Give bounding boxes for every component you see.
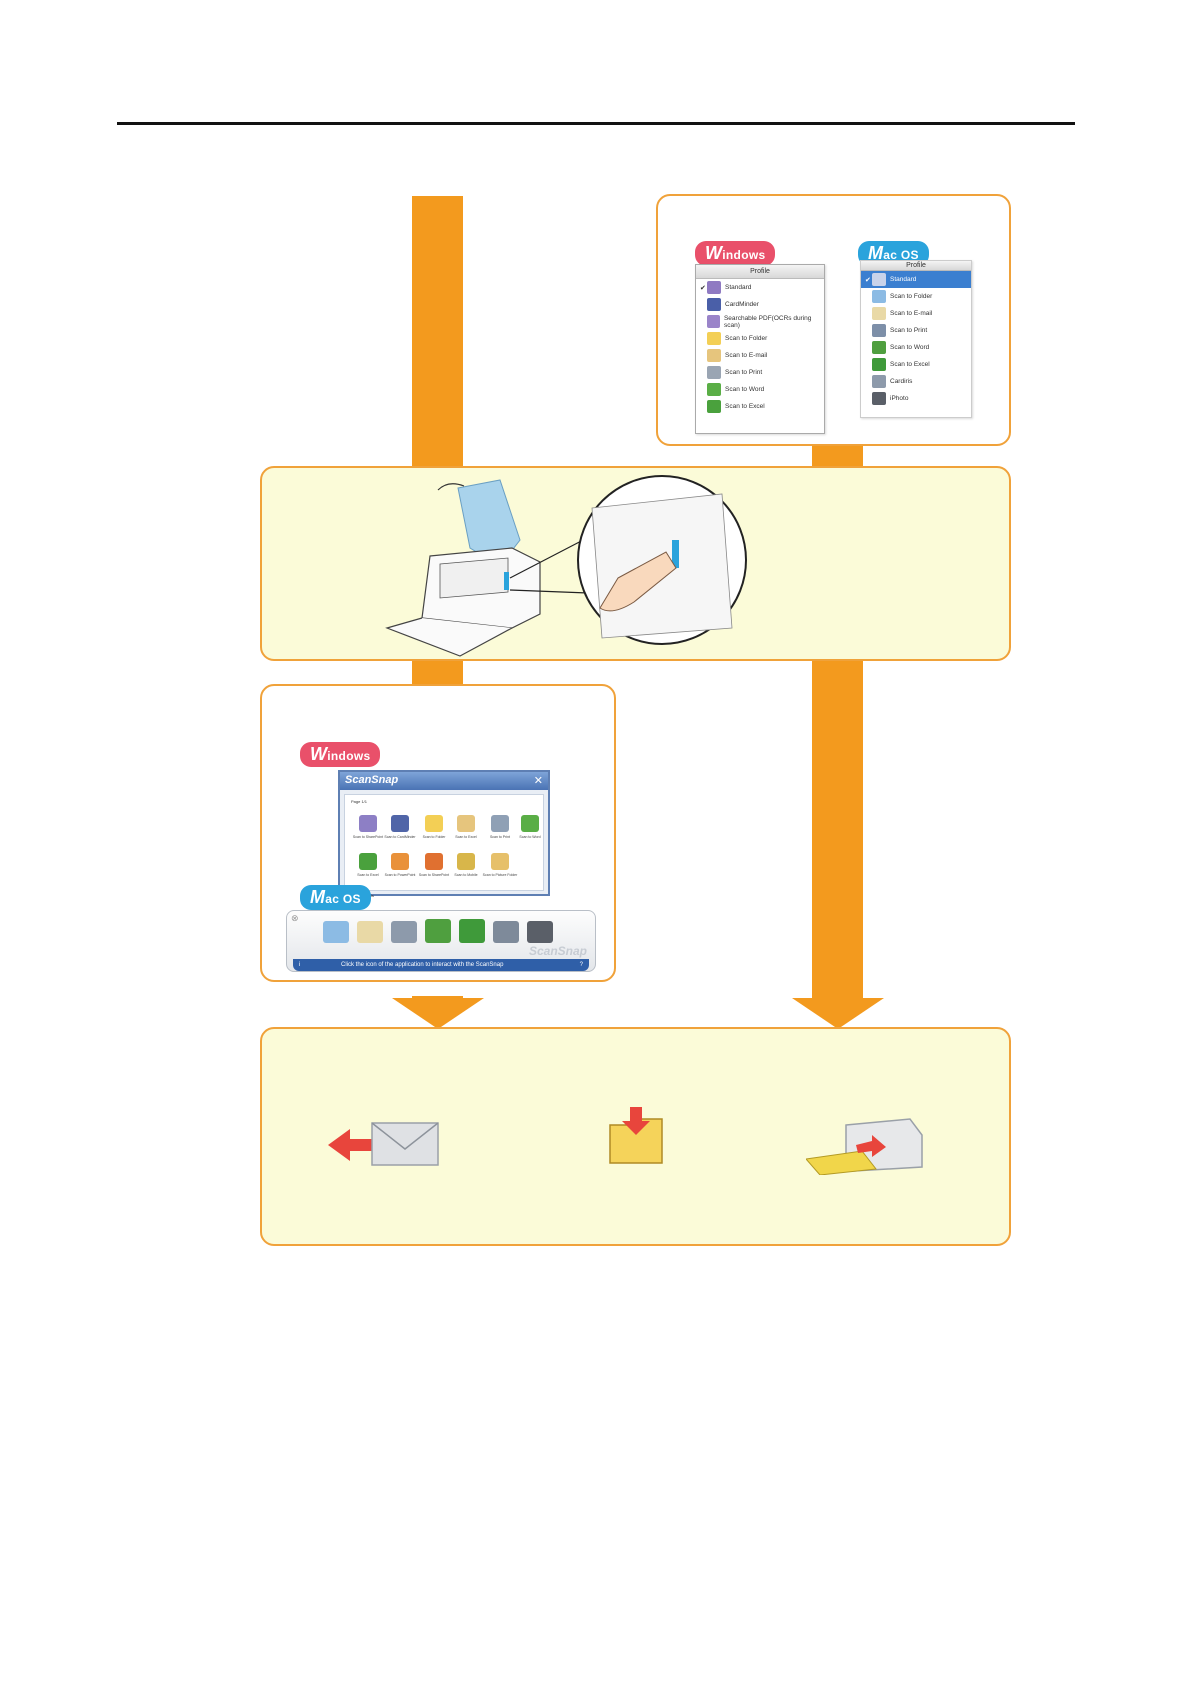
windows-profile-item-searchable-pdf[interactable]: Searchable PDF(OCRs during scan) (696, 313, 824, 330)
app-icon-cardiris-mac[interactable] (493, 921, 519, 943)
app-icon-excel-mac[interactable] (459, 919, 485, 943)
profile-menus-panel: Windows Mac OS Profile ✔Standard CardMin… (656, 194, 1011, 446)
info-icon[interactable]: i (299, 962, 301, 968)
mac-profile-item-scan-to-word[interactable]: Scan to Word (861, 339, 971, 356)
app-icon-folder[interactable] (425, 815, 443, 832)
app-icon-print[interactable] (491, 815, 509, 832)
scanner-illustration (385, 475, 747, 657)
check-icon: ✔ (700, 284, 706, 292)
window-close-icon[interactable]: ✕ (533, 775, 543, 787)
mac-badge-2: Mac OS (300, 885, 371, 910)
mac-profile-item-cardiris[interactable]: Cardiris (861, 373, 971, 390)
iphoto-icon (872, 392, 886, 405)
scansnap-window-title: ScanSnap ✕ (340, 772, 548, 790)
mac-quick-menu: ⊗ ScanSnap i Click the icon of the appli… (286, 910, 596, 972)
app-icon-print-mac[interactable] (391, 921, 417, 943)
app-icon-mobile[interactable] (457, 853, 475, 870)
help-icon[interactable]: ? (579, 962, 583, 968)
windows-profile-item-scan-to-folder[interactable]: Scan to Folder (696, 330, 824, 347)
email-destination-icon (328, 1122, 439, 1166)
mac-profile-header: Profile (861, 261, 971, 271)
flow-arrow-right-upper (812, 442, 863, 468)
windows-profile-menu: Profile ✔Standard CardMinder Searchable … (695, 264, 825, 434)
mac-quick-menu-footer: i Click the icon of the application to i… (293, 959, 589, 971)
app-icon-sharepoint[interactable] (359, 815, 377, 832)
app-icon-word-mac[interactable] (425, 919, 451, 943)
scansnap-logo: ScanSnap (528, 944, 587, 958)
app-icon-email-mac[interactable] (357, 921, 383, 943)
windows-profile-item-scan-to-print[interactable]: Scan to Print (696, 364, 824, 381)
mac-profile-item-standard[interactable]: ✔Standard (861, 271, 971, 288)
windows-badge-2: Windows (300, 742, 381, 767)
app-icon-sharepoint-2[interactable] (425, 853, 443, 870)
flow-arrow-left-middle (412, 659, 463, 686)
app-icon-powerpoint[interactable] (391, 853, 409, 870)
print-destination-icon (806, 1118, 923, 1175)
windows-profile-item-cardminder[interactable]: CardMinder (696, 296, 824, 313)
flow-arrow-left-upper (412, 196, 463, 466)
scan-button (504, 572, 509, 590)
searchable-pdf-icon (706, 315, 720, 328)
cardminder-icon (707, 298, 721, 311)
scanner-paper-chute (439, 557, 509, 599)
printed-paper-icon (806, 1150, 877, 1175)
header-rule (117, 122, 1075, 125)
mac-profile-item-scan-to-folder[interactable]: Scan to Folder (861, 288, 971, 305)
email-icon (872, 307, 886, 320)
folder-in-arrow (622, 1107, 650, 1135)
scan-illustration-panel (260, 466, 1011, 661)
windows-profile-item-scan-to-email[interactable]: Scan to E-mail (696, 347, 824, 364)
mac-profile-item-scan-to-print[interactable]: Scan to Print (861, 322, 971, 339)
arrowhead-left-triangle (392, 998, 484, 1029)
windows-profile-header: Profile (696, 265, 824, 279)
scanner-output-tray (385, 617, 513, 657)
excel-icon (872, 358, 886, 371)
cardiris-icon (872, 375, 886, 388)
quick-menu-panel: Windows ScanSnap ✕ Page 1/1 Scan to Shar… (260, 684, 616, 982)
folder-icon (872, 290, 886, 303)
envelope-icon (371, 1122, 439, 1166)
standard-profile-icon (872, 273, 886, 286)
app-icon-cardminder[interactable] (391, 815, 409, 832)
flow-arrow-right-long (812, 659, 863, 999)
folder-icon (707, 332, 721, 345)
app-icon-excel[interactable] (359, 853, 377, 870)
email-out-arrow (328, 1129, 372, 1161)
destinations-panel (260, 1027, 1011, 1246)
mac-profile-item-iphoto[interactable]: iPhoto (861, 390, 971, 407)
app-icon-iphoto-mac[interactable] (527, 921, 553, 943)
windows-profile-item-scan-to-excel[interactable]: Scan to Excel (696, 398, 824, 415)
email-icon (707, 349, 721, 362)
check-icon: ✔ (865, 276, 871, 284)
excel-icon (707, 400, 721, 413)
app-icon-picture-folder[interactable] (491, 853, 509, 870)
mac-profile-menu: Profile ✔Standard Scan to Folder Scan to… (860, 260, 972, 418)
magnified-scan-button (672, 540, 679, 568)
windows-profile-item-scan-to-word[interactable]: Scan to Word (696, 381, 824, 398)
windows-profile-item-standard[interactable]: ✔Standard (696, 279, 824, 296)
mac-profile-item-scan-to-email[interactable]: Scan to E-mail (861, 305, 971, 322)
page-indicator: Page 1/1 (351, 799, 368, 804)
finger-pressing-button (599, 551, 677, 612)
scansnap-quick-menu-window: ScanSnap ✕ Page 1/1 Scan to SharePoint S… (338, 770, 550, 898)
show-details-toggle[interactable]: ⊕ Show Details (340, 893, 548, 898)
close-icon[interactable]: ⊗ (291, 913, 299, 923)
print-in-arrow (856, 1135, 886, 1157)
word-icon (707, 383, 721, 396)
mac-profile-item-scan-to-excel[interactable]: Scan to Excel (861, 356, 971, 373)
printer-icon (707, 366, 721, 379)
hand-feeding-outline (437, 483, 465, 491)
flow-arrowhead-left (392, 996, 484, 1029)
folder-destination-icon (609, 1107, 663, 1164)
word-icon (872, 341, 886, 354)
arrowhead-right-triangle (792, 998, 884, 1029)
printer-icon (872, 324, 886, 337)
standard-profile-icon (707, 281, 721, 294)
app-icon-folder-mac[interactable] (323, 921, 349, 943)
app-icon-word[interactable] (521, 815, 539, 832)
scansnap-app-grid: Page 1/1 Scan to SharePoint Scan to Card… (344, 794, 544, 891)
windows-badge: Windows (695, 241, 776, 266)
flow-arrowhead-right (792, 998, 884, 1029)
app-icon-email[interactable] (457, 815, 475, 832)
